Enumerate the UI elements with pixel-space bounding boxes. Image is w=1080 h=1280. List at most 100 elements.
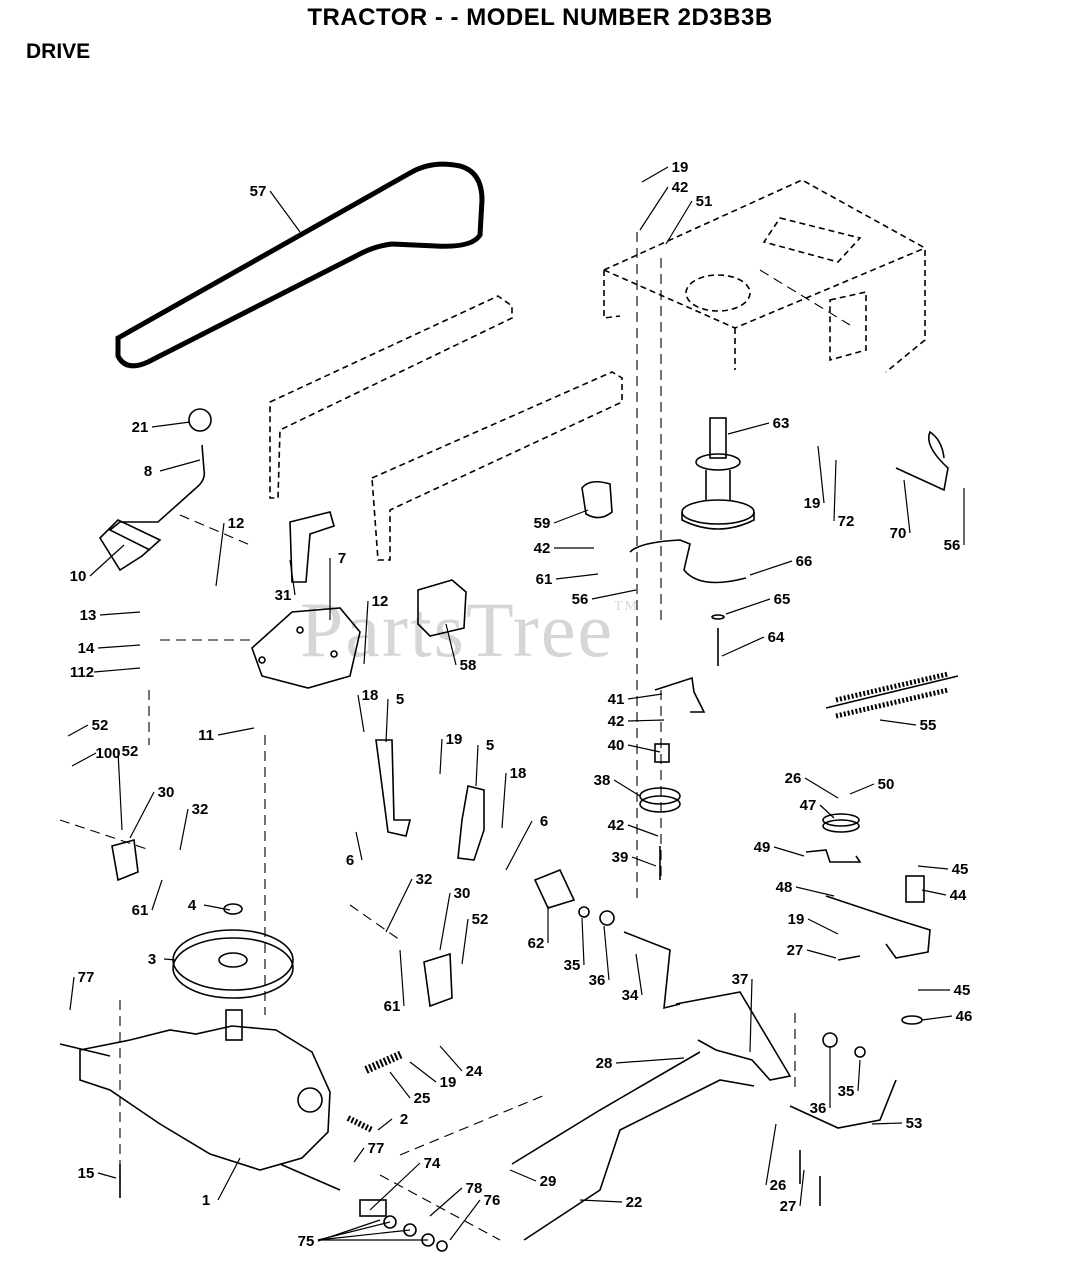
callout-14: 14 — [78, 640, 95, 657]
bracket-30-right — [423, 952, 453, 1008]
leader-line-26 — [804, 777, 839, 799]
callout-38: 38 — [594, 772, 611, 789]
pulley-rim — [681, 512, 755, 530]
leader-line-28 — [615, 1057, 685, 1064]
page-title: TRACTOR - - MODEL NUMBER 2D3B3B — [307, 4, 773, 31]
leader-line-18 — [501, 772, 507, 829]
callout-19: 19 — [804, 495, 821, 512]
callout-77: 77 — [78, 969, 95, 986]
bracket-5-left — [375, 739, 412, 837]
leader-line-42 — [627, 824, 659, 837]
washer-75 — [383, 1215, 397, 1229]
leader-line-57 — [269, 190, 301, 233]
leader-line-19 — [807, 918, 839, 935]
leader-line-42 — [639, 186, 669, 231]
idler-bracket-41 — [654, 676, 706, 713]
callout-18: 18 — [362, 687, 379, 704]
leader-line-74 — [369, 1162, 421, 1211]
leader-line-65 — [725, 598, 771, 615]
bracket-31 — [289, 511, 335, 583]
pulley-hub — [705, 470, 731, 500]
shift-knob — [188, 408, 212, 432]
leader-line-52 — [117, 750, 123, 831]
callout-45: 45 — [952, 861, 969, 878]
leader-line-3 — [163, 958, 177, 961]
callout-32: 32 — [192, 801, 209, 818]
callout-19: 19 — [440, 1074, 457, 1091]
leader-line-1 — [217, 1157, 241, 1201]
drive-pulley-3-lower — [172, 937, 294, 999]
spring-coils — [835, 671, 949, 719]
callout-46: 46 — [956, 1008, 973, 1025]
callout-19: 19 — [788, 911, 805, 928]
leader-line-52 — [461, 918, 469, 965]
callout-42: 42 — [534, 540, 551, 557]
leader-line-14 — [97, 644, 141, 649]
callout-74: 74 — [424, 1155, 441, 1172]
leader-line-56 — [591, 589, 637, 600]
leader-line-50 — [849, 783, 875, 795]
callout-72: 72 — [838, 513, 855, 530]
leader-line-76 — [449, 1199, 481, 1241]
hole — [330, 650, 338, 658]
rod-22 — [523, 1079, 755, 1241]
callout-15: 15 — [78, 1165, 95, 1182]
brake-shaft-34 — [623, 931, 681, 1010]
leader-line-25 — [389, 1071, 411, 1099]
callout-5: 5 — [486, 737, 494, 754]
callout-29: 29 — [540, 1173, 557, 1190]
callout-21: 21 — [132, 419, 149, 436]
leader-line-6 — [355, 831, 363, 861]
spring-2 — [346, 1115, 374, 1133]
callout-4: 4 — [188, 897, 197, 914]
callout-35: 35 — [564, 957, 581, 974]
callout-63: 63 — [773, 415, 790, 432]
pulley-47 — [822, 813, 860, 827]
callout-40: 40 — [608, 737, 625, 754]
callout-labels: 5719425121863197270561012317594261566665… — [70, 159, 973, 1250]
callout-12: 12 — [228, 515, 245, 532]
callout-70: 70 — [890, 525, 907, 542]
callout-66: 66 — [796, 553, 813, 570]
callout-50: 50 — [878, 776, 895, 793]
callout-10: 10 — [70, 568, 87, 585]
extension-spring-55 — [825, 675, 959, 709]
leader-line-64 — [721, 636, 765, 657]
pulley-hub — [218, 952, 248, 968]
drive-pulley-3 — [172, 929, 294, 991]
pulley-63-upper — [695, 453, 741, 471]
callout-61: 61 — [132, 902, 149, 919]
callout-58: 58 — [460, 657, 477, 674]
callout-34: 34 — [622, 987, 639, 1004]
rod-28 — [511, 1051, 701, 1165]
callout-55: 55 — [920, 717, 937, 734]
leader-line-72 — [833, 459, 837, 522]
bracket-5-right — [457, 785, 485, 861]
leader-line-46 — [921, 1015, 953, 1021]
leader-line-19 — [409, 1061, 437, 1083]
callout-6: 6 — [346, 852, 354, 869]
spacer-40 — [654, 743, 670, 763]
callout-76: 76 — [484, 1192, 501, 1209]
ring-46 — [901, 1015, 923, 1025]
callout-3: 3 — [148, 951, 156, 968]
callout-12: 12 — [372, 593, 389, 610]
washer-75 — [403, 1223, 417, 1237]
leader-line-61 — [555, 573, 599, 580]
leader-line-53 — [871, 1122, 903, 1125]
leader-line-75 — [317, 1221, 391, 1241]
leader-line-55 — [879, 719, 917, 726]
callout-47: 47 — [800, 797, 817, 814]
leader-line-44 — [921, 889, 947, 896]
washer-36 — [599, 910, 615, 926]
leader-line-31 — [289, 559, 296, 596]
callout-49: 49 — [754, 839, 771, 856]
washer-36-right — [822, 1032, 838, 1048]
idler-pulley-38-lower — [639, 795, 681, 813]
brake-rod-66 — [629, 539, 747, 584]
leader-line-5 — [475, 744, 479, 787]
leader-line-63 — [727, 422, 770, 435]
leader-line-5 — [385, 698, 389, 743]
leader-line-70 — [903, 479, 911, 534]
input-shaft — [225, 1009, 243, 1041]
